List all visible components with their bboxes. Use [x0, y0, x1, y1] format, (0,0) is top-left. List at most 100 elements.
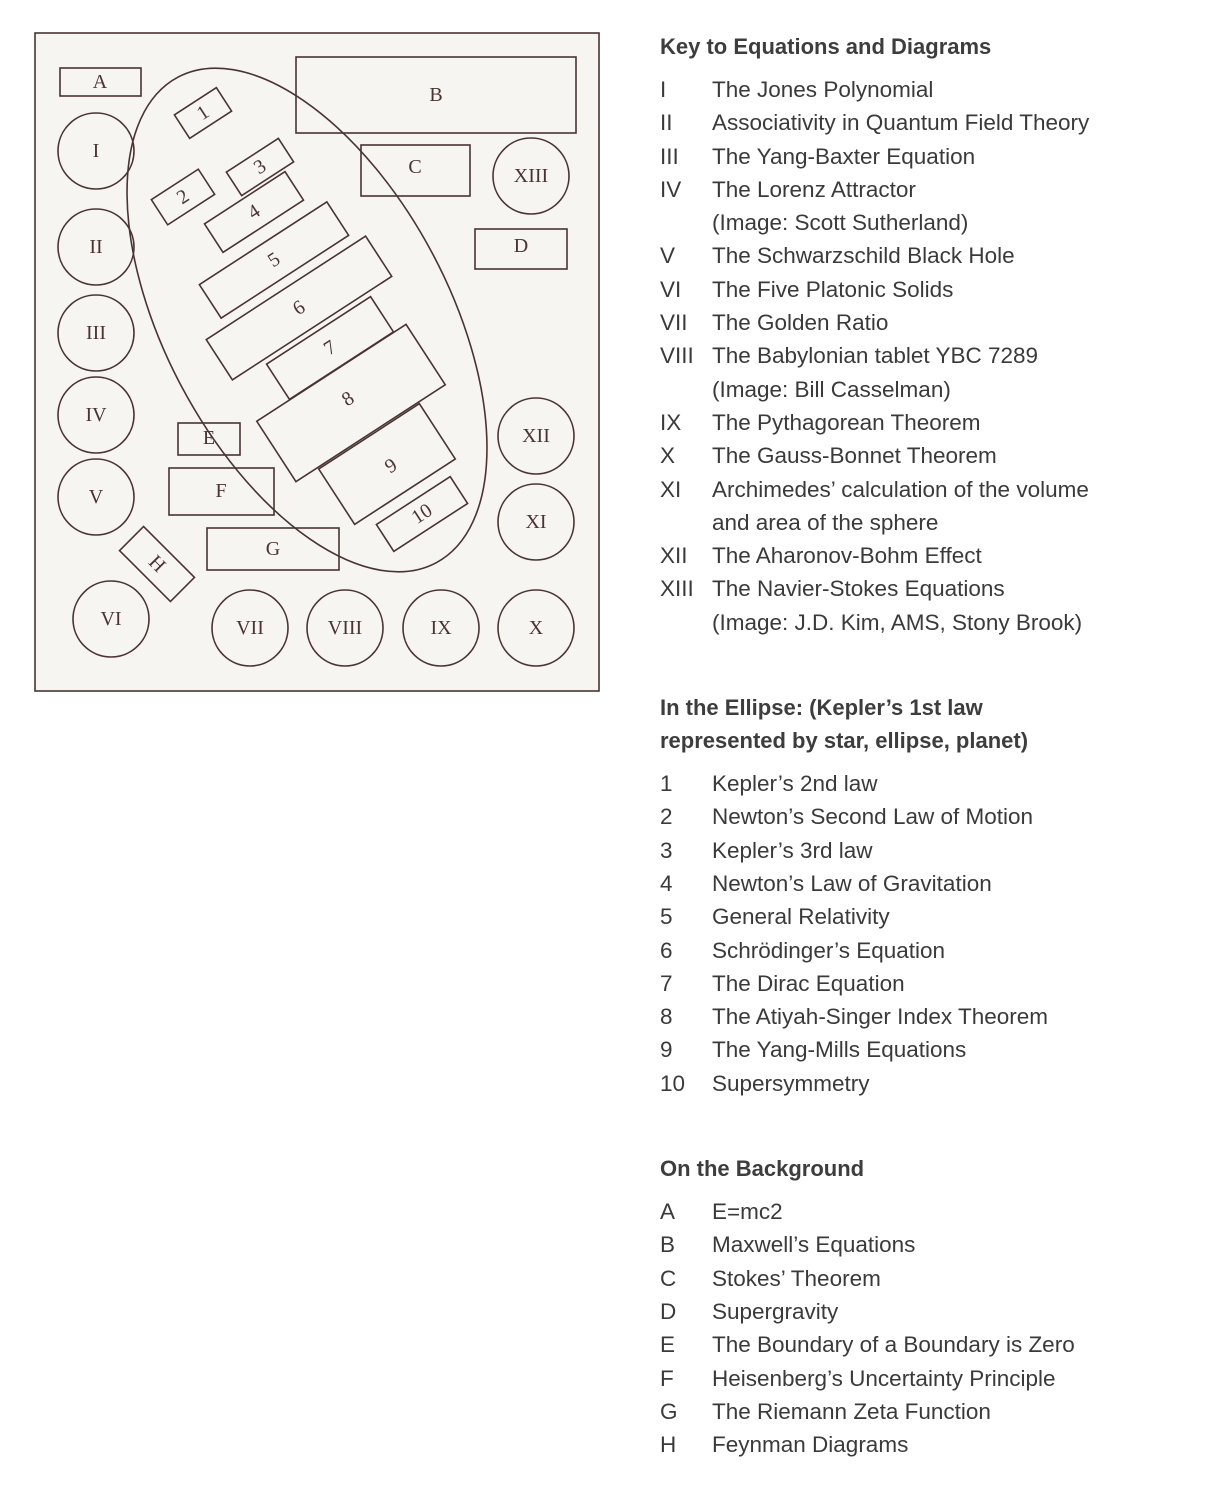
circle-XIII	[492, 137, 570, 215]
legend-entry-text: The Five Platonic Solids	[712, 276, 954, 302]
legend-entry-text: Supersymmetry	[712, 1070, 870, 1096]
legend-entry-number: 4	[660, 870, 673, 896]
box-F	[168, 467, 275, 516]
label-XI: XI	[525, 511, 546, 533]
legend-entry-text: Feynman Diagrams	[712, 1432, 909, 1458]
ellipse-title-line1: In the Ellipse: (Kepler’s 1st law	[660, 695, 983, 721]
circle-IX	[402, 589, 480, 667]
circle-X	[497, 589, 575, 667]
box-1	[173, 86, 233, 140]
legend-entry-number	[660, 606, 712, 639]
box-2	[150, 168, 216, 226]
legend-entry-text: The Aharonov-Bohm Effect	[712, 543, 982, 569]
legend-entry-number: 8	[660, 1004, 673, 1030]
legend-entry: (Image: Scott Sutherland)	[660, 206, 1200, 239]
label-II: II	[89, 236, 102, 258]
legend-entry-number	[660, 506, 712, 539]
legend-entry-number: 5	[660, 904, 673, 930]
legend-entry-number: A	[660, 1199, 676, 1225]
box-E	[177, 422, 241, 456]
legend-entry-number: VII	[660, 310, 688, 336]
box-10	[375, 475, 469, 553]
legend-entry-number: IV	[660, 176, 682, 202]
legend-entry-number: C	[660, 1265, 677, 1291]
box-9	[317, 402, 457, 526]
legend-entry-text: The Yang-Baxter Equation	[712, 143, 976, 169]
box-B	[295, 56, 577, 134]
legend-entry-text: The Yang-Mills Equations	[712, 1037, 967, 1063]
legend-entry-number: B	[660, 1232, 676, 1258]
label-XII: XII	[522, 425, 550, 447]
label-I: I	[93, 140, 100, 162]
legend-entry-text: (Image: Scott Sutherland)	[712, 210, 969, 236]
legend-entry-number: 2	[660, 804, 673, 830]
legend-entry-text: The Schwarzschild Black Hole	[712, 243, 1015, 269]
legend-entry-number: H	[660, 1432, 677, 1458]
legend-entry: 6 Schrödinger’s Equation	[660, 934, 1200, 967]
legend-entry-number: XIII	[660, 576, 694, 602]
legend-entry-text: Associativity in Quantum Field Theory	[712, 110, 1090, 136]
legend-entry-number: 1	[660, 771, 673, 797]
legend-entry-number: III	[660, 143, 679, 169]
box-5	[198, 200, 350, 320]
ellipse-list: 1 Kepler’s 2nd law 2 Newton’s Second Law of…	[660, 767, 1200, 1100]
legend-entry-number	[660, 373, 712, 406]
label-VI: VI	[100, 608, 121, 630]
circle-VI	[72, 580, 150, 658]
legend-entry-text: The Dirac Equation	[712, 970, 905, 996]
circle-XI	[497, 483, 575, 561]
legend-entry: III The Yang-Baxter Equation	[660, 140, 1200, 173]
legend-entry-number: 9	[660, 1037, 673, 1063]
legend-entry-number: 3	[660, 837, 673, 863]
legend-entry-text: Kepler’s 2nd law	[712, 771, 878, 797]
legend-entry-text: The Pythagorean Theorem	[712, 409, 981, 435]
legend-entry-text: The Jones Polynomial	[712, 77, 934, 102]
circle-V	[57, 458, 135, 536]
label-D: D	[514, 235, 528, 257]
box-G	[206, 527, 340, 571]
layout-diagram: A B C D E F G H 1 2 3 4 5 6 7 8 9 10 I I…	[34, 32, 600, 692]
circle-VII	[211, 589, 289, 667]
legend-entry-text: (Image: J.D. Kim, AMS, Stony Brook)	[712, 609, 1083, 635]
legend-entry-text: Schrödinger’s Equation	[712, 937, 946, 963]
legend-entry-number: G	[660, 1398, 678, 1424]
legend-entry: and area of the sphere	[660, 506, 1200, 539]
circle-IV	[57, 376, 135, 454]
legend-entry-number: 7	[660, 970, 673, 996]
legend-entry-text: Newton’s Law of Gravitation	[712, 870, 992, 896]
box-8	[255, 323, 447, 483]
legend-entry: (Image: Bill Casselman)	[660, 373, 1200, 406]
legend-entry-number: E	[660, 1332, 676, 1358]
legend-entry-text: The Atiyah-Singer Index Theorem	[712, 1004, 1049, 1030]
legend-entry-text: and area of the sphere	[712, 509, 939, 535]
legend-entry: C Stokes’ Theorem	[660, 1262, 1200, 1295]
legend-ellipse-section: In the Ellipse: (Kepler’s 1st law repres…	[660, 691, 1200, 1100]
circle-I	[57, 112, 135, 190]
box-3	[225, 137, 295, 197]
legend-entry: 4 Newton’s Law of Gravitation	[660, 867, 1200, 900]
legend-entry: 9 The Yang-Mills Equations	[660, 1033, 1200, 1066]
legend-entry-text: Supergravity	[712, 1298, 839, 1324]
legend-entry-number: 6	[660, 937, 673, 963]
box-H	[118, 525, 196, 603]
legend-entry-text: Newton’s Second Law of Motion	[712, 804, 1034, 830]
legend-entry-text: Stokes’ Theorem	[712, 1265, 881, 1291]
